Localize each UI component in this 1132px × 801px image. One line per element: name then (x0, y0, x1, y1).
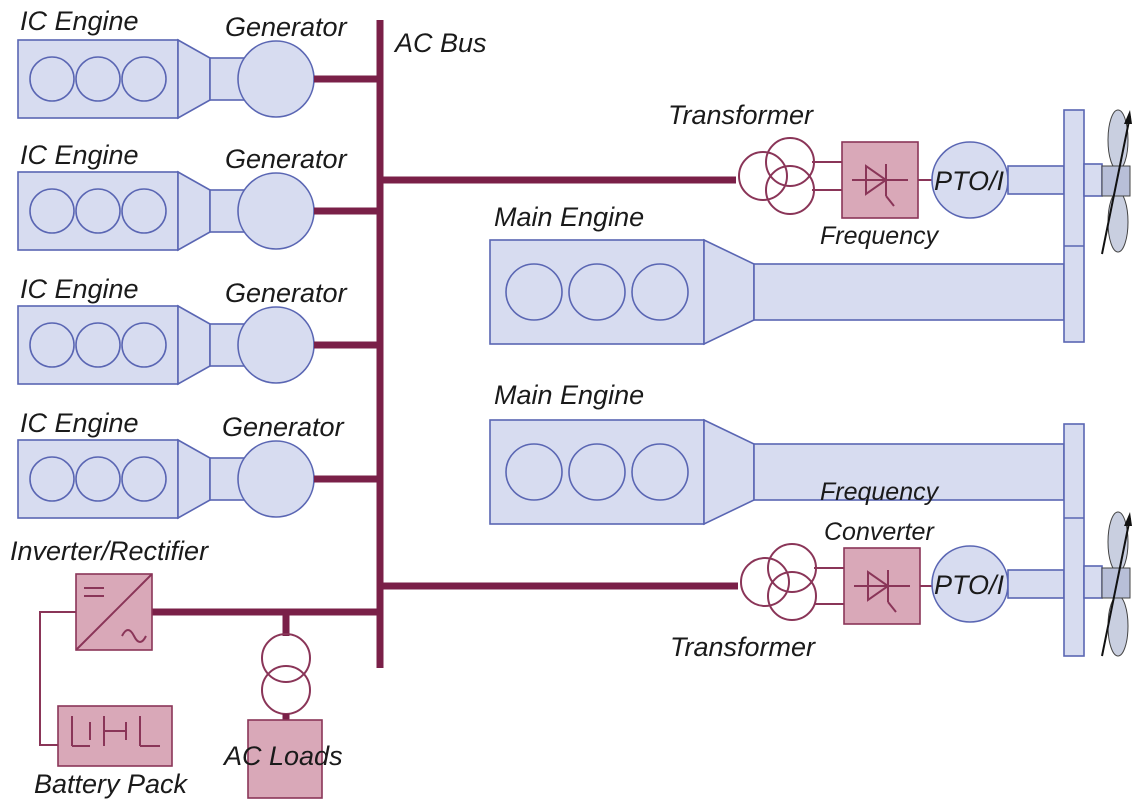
thyristor-icon (852, 164, 908, 207)
cylinder (631, 263, 689, 321)
cylinder (568, 443, 626, 501)
generator (237, 172, 315, 250)
ic-engine-label: IC Engine (20, 6, 139, 36)
battery-wire (39, 611, 76, 746)
engine-taper (177, 170, 211, 252)
cylinder (29, 322, 75, 368)
pto-shaft (1007, 165, 1065, 195)
frequency-label: Frequency (820, 478, 940, 506)
cylinder (505, 263, 563, 321)
ac-loads-branch: AC Loads (222, 612, 343, 799)
ic-engine-label: IC Engine (20, 408, 139, 438)
ic-engine-label: IC Engine (20, 274, 139, 304)
ac-loads-box (247, 719, 323, 799)
engine-taper (177, 38, 211, 120)
genset-3: IC Engine Generator (17, 274, 380, 386)
engine-taper (703, 238, 755, 346)
transformer-icon (738, 137, 815, 215)
propeller-shaft (1083, 565, 1103, 599)
transformer-label: Transformer (670, 632, 816, 662)
pto-shaft (1007, 569, 1065, 599)
cylinder (75, 456, 121, 502)
cylinder (29, 456, 75, 502)
cylinder (29, 56, 75, 102)
cylinder (75, 56, 121, 102)
battery-branch: Inverter/Rectifier Battery Pack (10, 536, 380, 799)
inverter-rectifier-label: Inverter/Rectifier (10, 536, 209, 566)
gearbox (1063, 109, 1085, 343)
propulsion-lower: Main Engine Transformer Frequency Conver… (380, 380, 1132, 662)
cylinder (121, 456, 167, 502)
engine-taper (177, 304, 211, 386)
genset-2: IC Engine Generator (17, 140, 380, 252)
cylinder (121, 188, 167, 234)
cylinder (568, 263, 626, 321)
battery-pack (57, 705, 173, 767)
cylinder (75, 322, 121, 368)
generator-label: Generator (222, 412, 345, 442)
ac-bus-label: AC Bus (393, 28, 487, 58)
main-engine-label: Main Engine (494, 380, 644, 410)
engine-taper (177, 438, 211, 520)
transformer-icon (740, 543, 817, 621)
transformer-coil (261, 665, 311, 715)
generator (237, 440, 315, 518)
genset-1: IC Engine Generator (17, 6, 380, 120)
propulsion-upper: Transformer Frequency Converter PTO/I Ma… (380, 100, 1132, 346)
cylinder (121, 56, 167, 102)
inverter-diagonal (75, 573, 153, 651)
battery-cells-icon (71, 716, 160, 747)
engine-taper (703, 418, 755, 526)
main-shaft (753, 443, 1065, 501)
main-engine-label: Main Engine (494, 202, 644, 232)
frequency-label: Frequency (820, 222, 940, 250)
generator (237, 306, 315, 384)
main-shaft (753, 263, 1065, 321)
cylinder (29, 188, 75, 234)
ic-engine-label: IC Engine (20, 140, 139, 170)
generator-label: Generator (225, 278, 348, 308)
ac-loads-label: AC Loads (222, 741, 343, 771)
cylinder (75, 188, 121, 234)
gearbox (1063, 423, 1085, 657)
propeller-shaft (1083, 163, 1103, 197)
cylinder (121, 322, 167, 368)
thyristor-icon (854, 570, 910, 613)
propeller-icon (1101, 109, 1132, 255)
generator (237, 40, 315, 118)
cylinder (505, 443, 563, 501)
battery-pack-label: Battery Pack (34, 769, 189, 799)
propeller-icon (1101, 511, 1132, 657)
pto-label: PTO/I (934, 570, 1005, 600)
ac-symbol (121, 629, 147, 643)
transformer-coil (261, 633, 311, 683)
transformer-label: Transformer (668, 100, 814, 130)
converter-label: Converter (824, 518, 935, 546)
cylinder (631, 443, 689, 501)
generator-label: Generator (225, 144, 348, 174)
genset-4: IC Engine Generator (17, 408, 380, 520)
generator-label: Generator (225, 12, 348, 42)
pto-label: PTO/I (934, 166, 1005, 196)
